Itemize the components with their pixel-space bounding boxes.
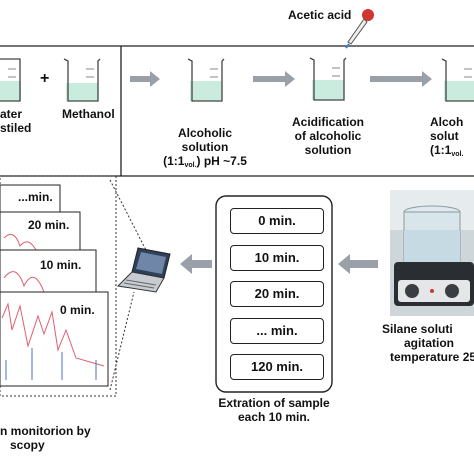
spectrum-label-20: 20 min. [28,218,70,232]
right-solution-label: Alcoh solut (1:1vol. [430,115,463,162]
silane-caption: Silane soluti agitation temperature 25 [382,322,474,364]
extraction-caption: Extration of sample each 10 min. [200,396,348,424]
spectrum-label-0: 0 min. [60,303,95,317]
alcoholic-ratio-sub: vol. [184,162,197,169]
alcoholic-label-line2: solution [181,140,229,154]
acidification-beaker-icon [309,57,347,101]
right-label-line1: Alcoh [430,115,464,129]
spectra-caption: n monitorion by scopy [0,424,91,452]
arrow-to-laptop [180,254,212,274]
arrow-to-alcoholic [130,71,160,87]
water-label: ater stiled [0,107,31,135]
spectra-caption-line1: n monitorion by [0,424,91,438]
plus-sign: + [40,70,50,87]
acetic-acid-label: Acetic acid [288,8,352,22]
extraction-slot-4: 120 min. [230,354,324,380]
spectrum-label-10: 10 min. [40,258,82,272]
silane-caption-line2: agitation [404,336,454,350]
methanol-beaker-icon [63,58,101,102]
alcoholic-ratio-ph: ) pH ~7.5 [196,154,247,168]
extraction-slot-1: 10 min. [230,245,324,271]
right-label-line3: (1:1vol. [430,143,463,162]
acidification-label-line3: solution [304,143,352,157]
laptop-icon [116,247,171,293]
extraction-slot-3: ... min. [230,318,324,344]
alcoholic-ratio-open: (1:1 [163,154,185,168]
alcoholic-label-line3: (1:1vol.) pH ~7.5 [150,154,260,173]
stirrer-photo [390,190,474,316]
spectrum-label-ellipsis: ...min. [18,190,53,204]
acidification-label-line2: of alcoholic [294,129,362,143]
top-process-frame [0,45,474,177]
arrow-to-acidification [253,71,295,87]
right-ratio-sub: vol. [451,151,464,158]
acidification-label-line1: Acidification [291,115,364,129]
water-beaker-icon [0,58,21,102]
silane-caption-line1: Silane soluti [382,322,453,336]
right-label-line2: solut [430,129,459,143]
extraction-caption-line2: each 10 min. [237,410,311,424]
dropper-icon [345,9,374,49]
extraction-slot-2: 20 min. [230,281,324,307]
spectrum-card-0 [0,291,109,387]
methanol-label: Methanol [62,107,115,121]
extraction-caption-line1: Extration of sample [218,396,330,410]
arrow-to-right-beaker [370,71,432,87]
acidification-label: Acidification of alcoholic solution [278,115,378,157]
connector-2 [109,291,135,391]
water-label-line1: ater [0,107,23,121]
alcoholic-label-line1: Alcoholic [177,126,232,140]
extraction-slot-0: 0 min. [230,208,324,234]
alcoholic-beaker-icon [187,58,225,102]
right-beaker-icon [441,58,474,102]
water-label-line2: stiled [0,121,32,135]
arrow-to-extraction [338,254,378,274]
spectra-caption-line2: scopy [10,438,45,452]
right-ratio-open: (1:1 [430,143,452,157]
alcoholic-label: Alcoholic solution (1:1vol.) pH ~7.5 [150,126,260,173]
silane-caption-line3: temperature 25 [390,350,474,364]
top-arrows [130,71,432,87]
